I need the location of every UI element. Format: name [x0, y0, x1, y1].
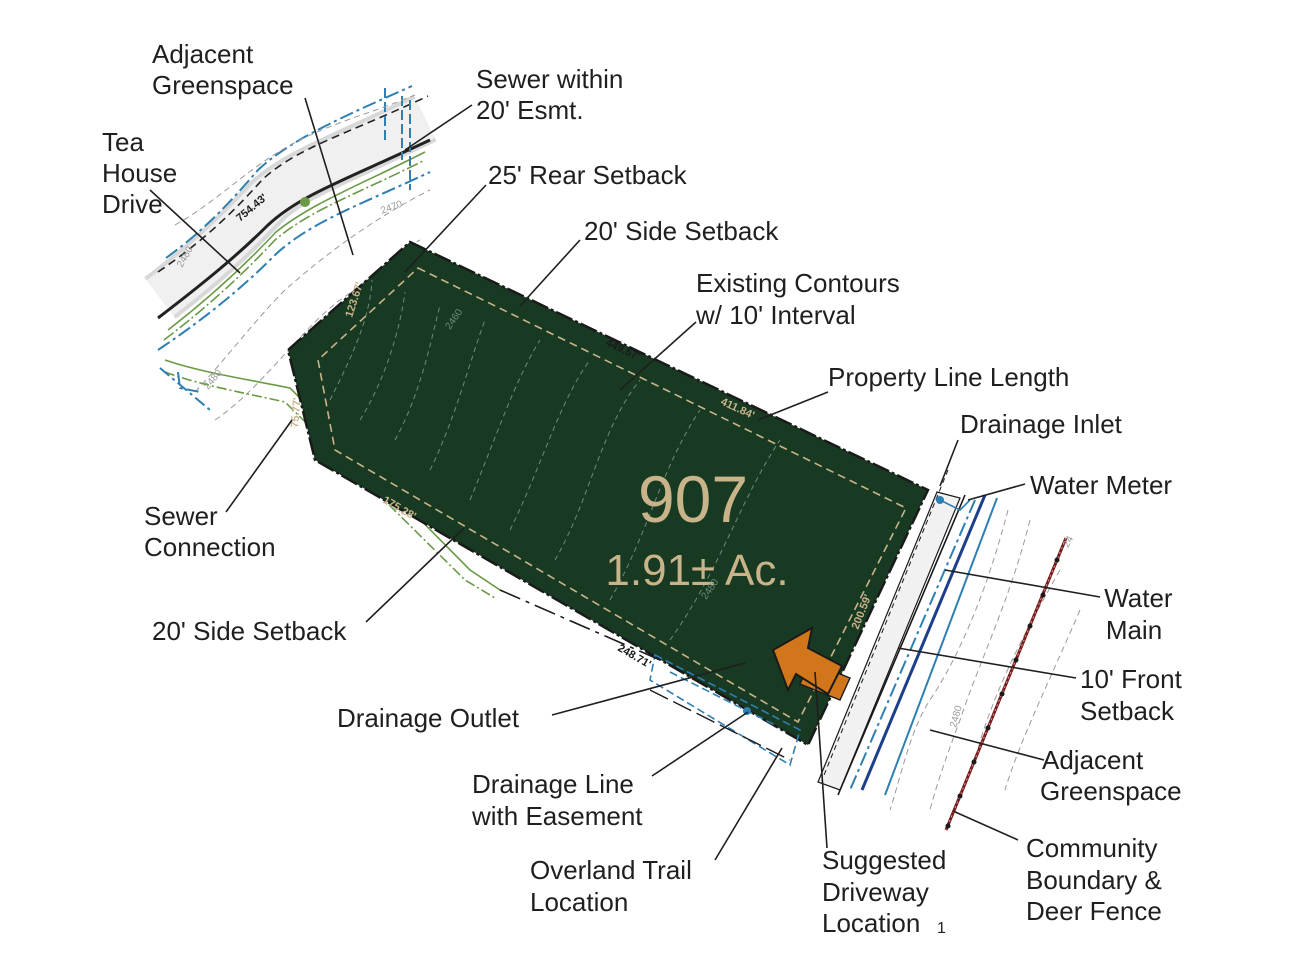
dim-west: 75.77' [289, 397, 304, 428]
label-contours: Existing Contours w/ 10' Interval [695, 268, 907, 330]
label-adjacent-greenspace-top: Adjacent Greenspace [152, 39, 294, 100]
lot-number: 907 [638, 462, 748, 536]
contour-label-3: 2470 [379, 199, 404, 217]
contour-label-7: 24 [1061, 534, 1076, 550]
label-drainage-inlet: Drainage Inlet [960, 409, 1123, 439]
label-rear-setback: 25' Rear Setback [488, 160, 688, 190]
label-driveway: Suggested Driveway Location [822, 845, 954, 938]
right-contour-lines [889, 509, 1081, 811]
callout-leaders [149, 97, 1101, 861]
label-property-line: Property Line Length [828, 362, 1069, 392]
label-water-main: Water Main [1104, 583, 1180, 645]
label-drainage-line: Drainage Line with Easement [471, 769, 643, 831]
lot-907[interactable] [286, 240, 930, 747]
label-driveway-footnote: 1 [937, 920, 946, 937]
sewer-line [164, 359, 501, 599]
label-tea-house-drive: Tea House Drive [102, 127, 184, 219]
drainage-outlet-point [743, 707, 751, 715]
building-setback-line [317, 267, 908, 724]
overland-trail-line [499, 589, 661, 661]
label-front-setback: 10' Front Setback [1080, 664, 1189, 726]
water-lines-left [159, 367, 211, 411]
label-sewer-easement: Sewer within 20' Esmt. [476, 64, 631, 125]
label-adjacent-greenspace-bottom: Adjacent Greenspace [1040, 745, 1182, 806]
label-sewer-connection: Sewer Connection [144, 501, 276, 562]
deer-fence-line [944, 537, 1068, 831]
label-water-meter: Water Meter [1030, 470, 1172, 500]
label-deer-fence: Community Boundary & Deer Fence [1026, 833, 1169, 926]
front-road-strip [817, 469, 998, 796]
label-overland-trail: Overland Trail Location [530, 855, 699, 917]
label-side-setback-top: 20' Side Setback [584, 216, 779, 246]
tea-house-drive-road [144, 85, 437, 351]
suggested-driveway-arrow [771, 626, 851, 701]
label-side-setback-bottom: 20' Side Setback [152, 616, 347, 646]
south-trail-line [649, 689, 791, 761]
lot-contour-lines [329, 279, 781, 641]
contour-label-6: 2480 [948, 704, 964, 729]
drainage-easement [649, 653, 801, 767]
label-drainage-outlet: Drainage Outlet [337, 703, 520, 733]
lot-acreage: 1.91± Ac. [605, 546, 788, 595]
